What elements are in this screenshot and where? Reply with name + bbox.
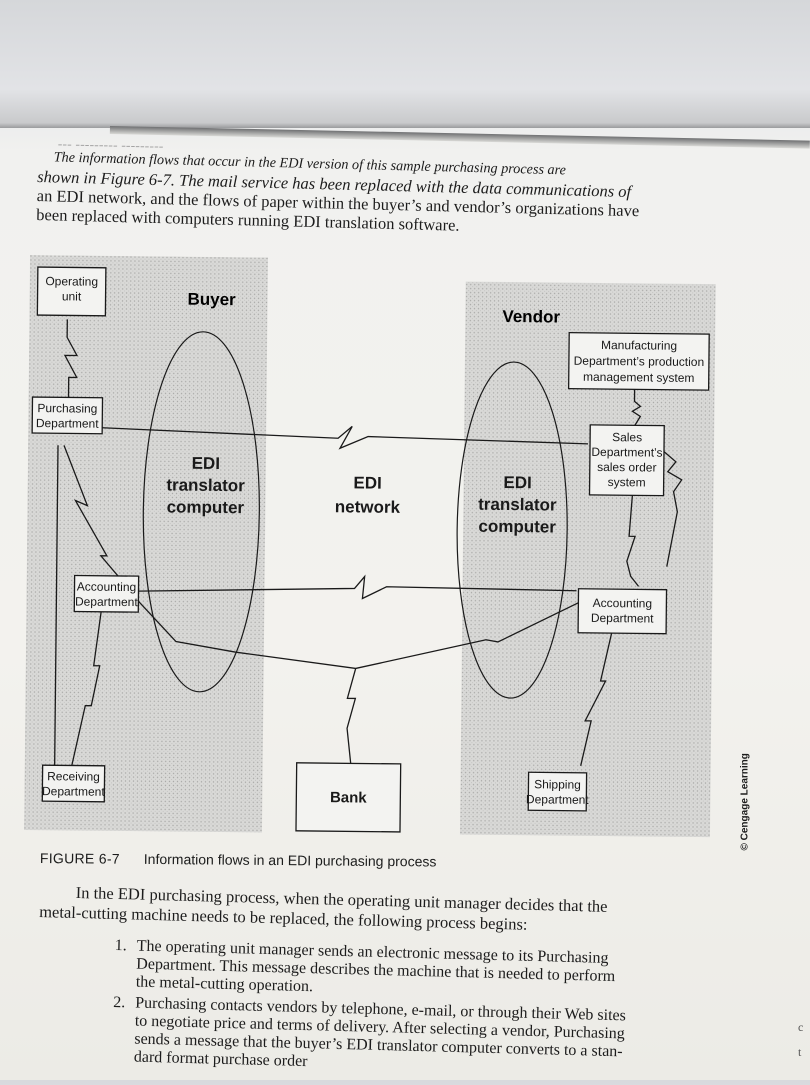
purchasing-box: Purchasing Department	[31, 396, 104, 435]
edi-diagram: Buyer Vendor EDI translator computer EDI	[23, 255, 716, 838]
box-line: Department	[75, 594, 139, 609]
box-line: Manufacturing	[601, 338, 677, 353]
buyer-accounting-box: Accounting Department	[73, 574, 140, 613]
vendor-area	[459, 281, 716, 838]
box-line: Department	[42, 784, 106, 799]
margin-marks: c t	[798, 1020, 803, 1060]
flow-network-bank	[346, 668, 357, 764]
operating-unit-box: Operating unit	[36, 266, 107, 317]
box-line: unit	[62, 289, 82, 303]
figure-caption-text: Information flows in an EDI purchasing p…	[143, 850, 437, 870]
body-paragraph: In the EDI purchasing process, when the …	[39, 882, 700, 939]
box-line: Department	[526, 792, 590, 807]
vendor-translator-ellipse	[456, 361, 568, 699]
flow-accounting-accounting	[138, 574, 577, 600]
sales-box: Sales Department’s sales order system	[588, 424, 665, 497]
list-item: 2. Purchasing contacts vendors by teleph…	[112, 994, 714, 1082]
receiving-box: Receiving Department	[41, 764, 106, 803]
flow-accounting-shipping	[580, 630, 613, 766]
network-line: network	[335, 497, 401, 517]
margin-mark: t	[798, 1045, 802, 1059]
box-line: Purchasing	[37, 401, 97, 416]
vendor-accounting-box: Accounting Department	[577, 588, 668, 635]
vendor-translator-line: computer	[478, 517, 556, 537]
flow-purchasing-sales	[102, 425, 589, 450]
flow-operating-purchasing	[63, 319, 79, 401]
buyer-translator-line: translator	[166, 475, 245, 495]
flow-accounting-receiving	[68, 610, 102, 776]
buyer-translator-line: EDI	[192, 454, 221, 473]
copyright-credit: © Cengage Learning	[739, 753, 751, 851]
shipping-box: Shipping Department	[526, 771, 590, 812]
box-line: Bank	[330, 789, 368, 806]
vendor-translator-line: translator	[478, 495, 557, 515]
box-line: management system	[583, 370, 695, 385]
step-number: 1.	[114, 937, 127, 955]
box-line: Accounting	[77, 580, 137, 595]
vendor-translator-line: EDI	[503, 473, 532, 492]
box-line: Sales	[612, 430, 642, 444]
flow-purchasing-receiving	[53, 445, 59, 776]
edi-figure: Buyer Vendor EDI translator computer EDI	[23, 255, 730, 842]
margin-mark: c	[798, 1020, 804, 1034]
flow-sales-accounting-2	[663, 451, 683, 567]
box-line: sales order	[597, 460, 657, 475]
flow-purchasing-accounting	[63, 445, 128, 587]
step-number: 2.	[113, 993, 126, 1012]
box-line: Department	[36, 416, 100, 431]
box-line: Department’s production	[574, 354, 705, 369]
bank-box: Bank	[295, 762, 402, 833]
flow-sales-accounting	[626, 493, 640, 587]
box-line: Department	[591, 611, 655, 626]
box-line: Department’s	[591, 445, 662, 460]
buyer-area	[23, 255, 268, 833]
flow-lines	[53, 319, 683, 776]
flow-manufacturing-sales	[631, 389, 642, 427]
buyer-label: Buyer	[187, 290, 236, 310]
buyer-translator-line: computer	[167, 497, 245, 517]
buyer-translator-ellipse	[142, 331, 260, 693]
box-line: Operating	[45, 274, 98, 289]
vendor-label: Vendor	[502, 307, 560, 327]
network-line: EDI	[353, 473, 382, 492]
box-line: Shipping	[534, 777, 581, 791]
box-line: Accounting	[593, 596, 653, 611]
manufacturing-box: Manufacturing Department’s production ma…	[567, 331, 710, 391]
box-line: system	[608, 475, 646, 489]
steps-list: 1. The operating unit manager sends an e…	[112, 937, 715, 1085]
box-line: Receiving	[47, 769, 100, 784]
figure-label: FIGURE 6-7	[39, 850, 121, 867]
figure-caption: FIGURE 6-7 Information flows in an EDI p…	[40, 850, 480, 870]
facing-page-background	[0, 0, 810, 128]
